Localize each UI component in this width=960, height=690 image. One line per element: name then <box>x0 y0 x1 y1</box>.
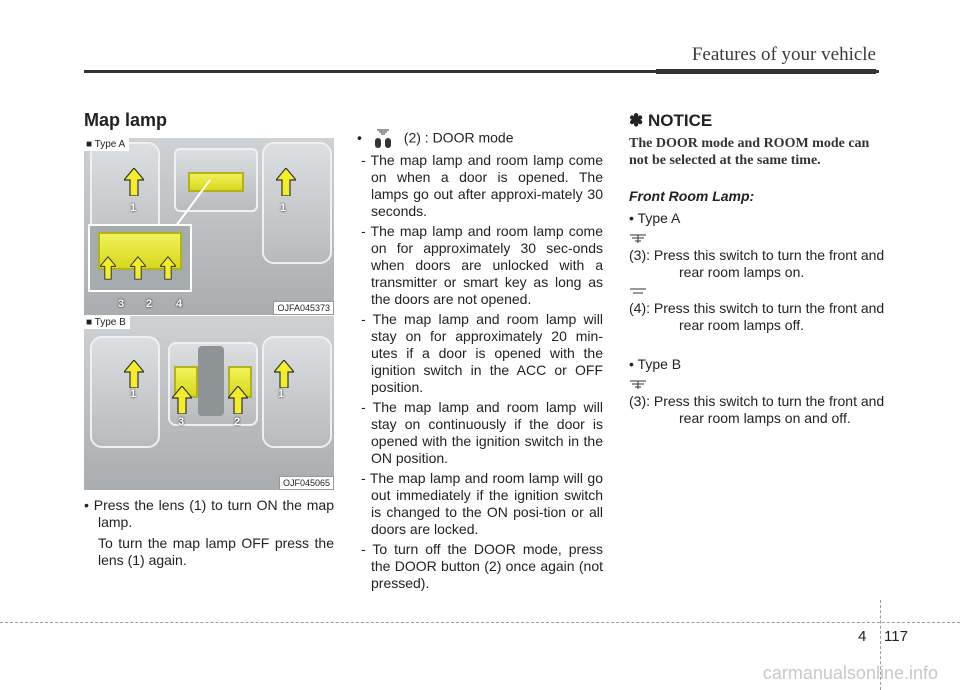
zoom-connector <box>175 179 211 227</box>
type-b-label: • Type B <box>629 356 682 372</box>
figure-type-b: 1 1 3 2 ■ Type B OJF045065 <box>84 316 334 490</box>
paragraph: To turn the map lamp OFF press the lens … <box>98 535 334 568</box>
arrow-icon <box>274 360 294 388</box>
watermark: carmanualsonline.info <box>762 663 938 683</box>
lamp-off-icon <box>630 288 646 294</box>
callout-number: 2 <box>234 416 241 428</box>
section-title: Map lamp <box>84 110 168 130</box>
callout-number: 3 <box>118 298 125 310</box>
left-text: • Press the lens (1) to turn ON the map … <box>84 497 334 569</box>
callout-number: 4 <box>176 298 183 310</box>
figure-type-label: ■ Type A <box>84 138 130 151</box>
arrow-icon <box>228 386 248 414</box>
list-item: - The map lamp and room lamp will go out… <box>361 470 603 537</box>
arrow-icon <box>172 386 192 414</box>
lamp-on-icon <box>630 234 646 244</box>
figure-code: OJFA045373 <box>273 301 334 315</box>
callout-number: 1 <box>130 202 137 214</box>
arrow-icon <box>124 360 144 388</box>
switch-item: (4): Press this switch to turn the front… <box>629 283 884 334</box>
chapter-number: 4 <box>858 628 867 645</box>
list-item: - The map lamp and room lamp come on whe… <box>361 152 603 219</box>
list-item: - The map lamp and room lamp will stay o… <box>361 399 603 466</box>
figure-type-label: ■ Type B <box>84 316 130 329</box>
header-rule-accent <box>656 69 876 74</box>
arrow-icon <box>124 168 144 196</box>
door-mode-icon <box>374 129 391 148</box>
figure-type-a: 1 1 3 2 4 ■ Type A OJFA045373 <box>84 138 334 315</box>
bullet-item: • (2) : DOOR mode <box>357 129 603 149</box>
header-rule <box>84 70 879 73</box>
list-item: - To turn off the DOOR mode, press the D… <box>361 541 603 591</box>
switch-item: (3): Press this switch to turn the front… <box>629 230 884 281</box>
subheading: Front Room Lamp: <box>629 188 755 204</box>
callout-number: 2 <box>146 298 153 310</box>
list-item: - The map lamp and room lamp will stay o… <box>361 311 603 395</box>
bullet-item: • Press the lens (1) to turn ON the map … <box>84 497 335 530</box>
zoom-inset <box>88 224 192 292</box>
door-mode-text: • (2) : DOOR mode - The map lamp and roo… <box>357 129 603 592</box>
notice-title: ✽ NOTICE <box>629 111 713 130</box>
arrow-icon <box>276 168 296 196</box>
footer-divider <box>880 600 881 690</box>
header-section-title: Features of your vehicle <box>691 44 876 65</box>
page-number: 117 <box>884 628 908 645</box>
footer-rule <box>0 622 960 623</box>
callout-number: 3 <box>178 416 185 428</box>
type-a-label: • Type A <box>629 210 681 226</box>
list-item: - The map lamp and room lamp come on for… <box>361 223 603 307</box>
figure-code: OJF045065 <box>278 476 334 490</box>
switch-item: (3): Press this switch to turn the front… <box>629 376 884 427</box>
notice-text: The DOOR mode and ROOM mode can not be s… <box>629 136 870 168</box>
callout-number: 1 <box>130 388 137 400</box>
callout-number: 1 <box>280 202 287 214</box>
lamp-on-off-icon <box>630 380 646 390</box>
callout-number: 1 <box>278 388 285 400</box>
